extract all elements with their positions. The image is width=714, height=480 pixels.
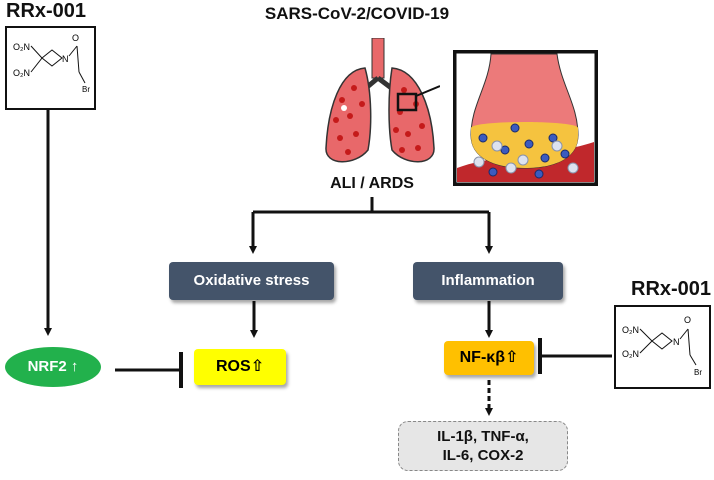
rrx001-structure-left: O₂N O₂N N O Br (5, 26, 96, 110)
right-lung (388, 67, 435, 163)
nfkb-node: NF-κβ⇧ (444, 341, 534, 375)
alveolus-zoom (453, 50, 598, 186)
page-title: SARS-CoV-2/COVID-19 (264, 4, 450, 23)
oxidative-stress-box: Oxidative stress (169, 262, 334, 300)
atom-o2n-bottom: O₂N (13, 68, 30, 78)
cytokines-line-2: IL-6, COX-2 (442, 447, 524, 464)
atom-br-right: Br (694, 368, 702, 377)
drug-name-right: RRx-001 (631, 278, 712, 300)
drug-name-left: RRx-001 (6, 0, 87, 22)
rrx001-structure-drawing-right: O₂N O₂N N O Br (622, 315, 702, 377)
lungs-illustration (325, 38, 440, 163)
ros-node: ROS⇧ (194, 349, 286, 385)
zoom-marker (396, 92, 418, 112)
nrf2-node: NRF2 ↑ (5, 347, 101, 387)
inflammation-box: Inflammation (413, 262, 563, 300)
rrx001-structure-right: O₂N O₂N N O Br (614, 305, 711, 389)
cytokines-line-1: IL-1β, TNF-α, (437, 428, 529, 445)
atom-o-right: O (684, 315, 691, 325)
atom-n-right: N (673, 337, 680, 347)
atom-o2n-top-right: O₂N (622, 325, 639, 335)
atom-o: O (72, 33, 79, 43)
zoom-line (415, 85, 440, 97)
atom-o2n-bottom-right: O₂N (622, 349, 639, 359)
atom-n: N (62, 54, 69, 64)
atom-br: Br (82, 85, 90, 94)
ali-ards-label: ALI / ARDS (330, 175, 414, 192)
atom-o2n-top: O₂N (13, 42, 30, 52)
cytokines-box: IL-1β, TNF-α, IL-6, COX-2 (398, 421, 568, 471)
rrx001-structure-drawing: O₂N O₂N N O Br (13, 33, 90, 94)
